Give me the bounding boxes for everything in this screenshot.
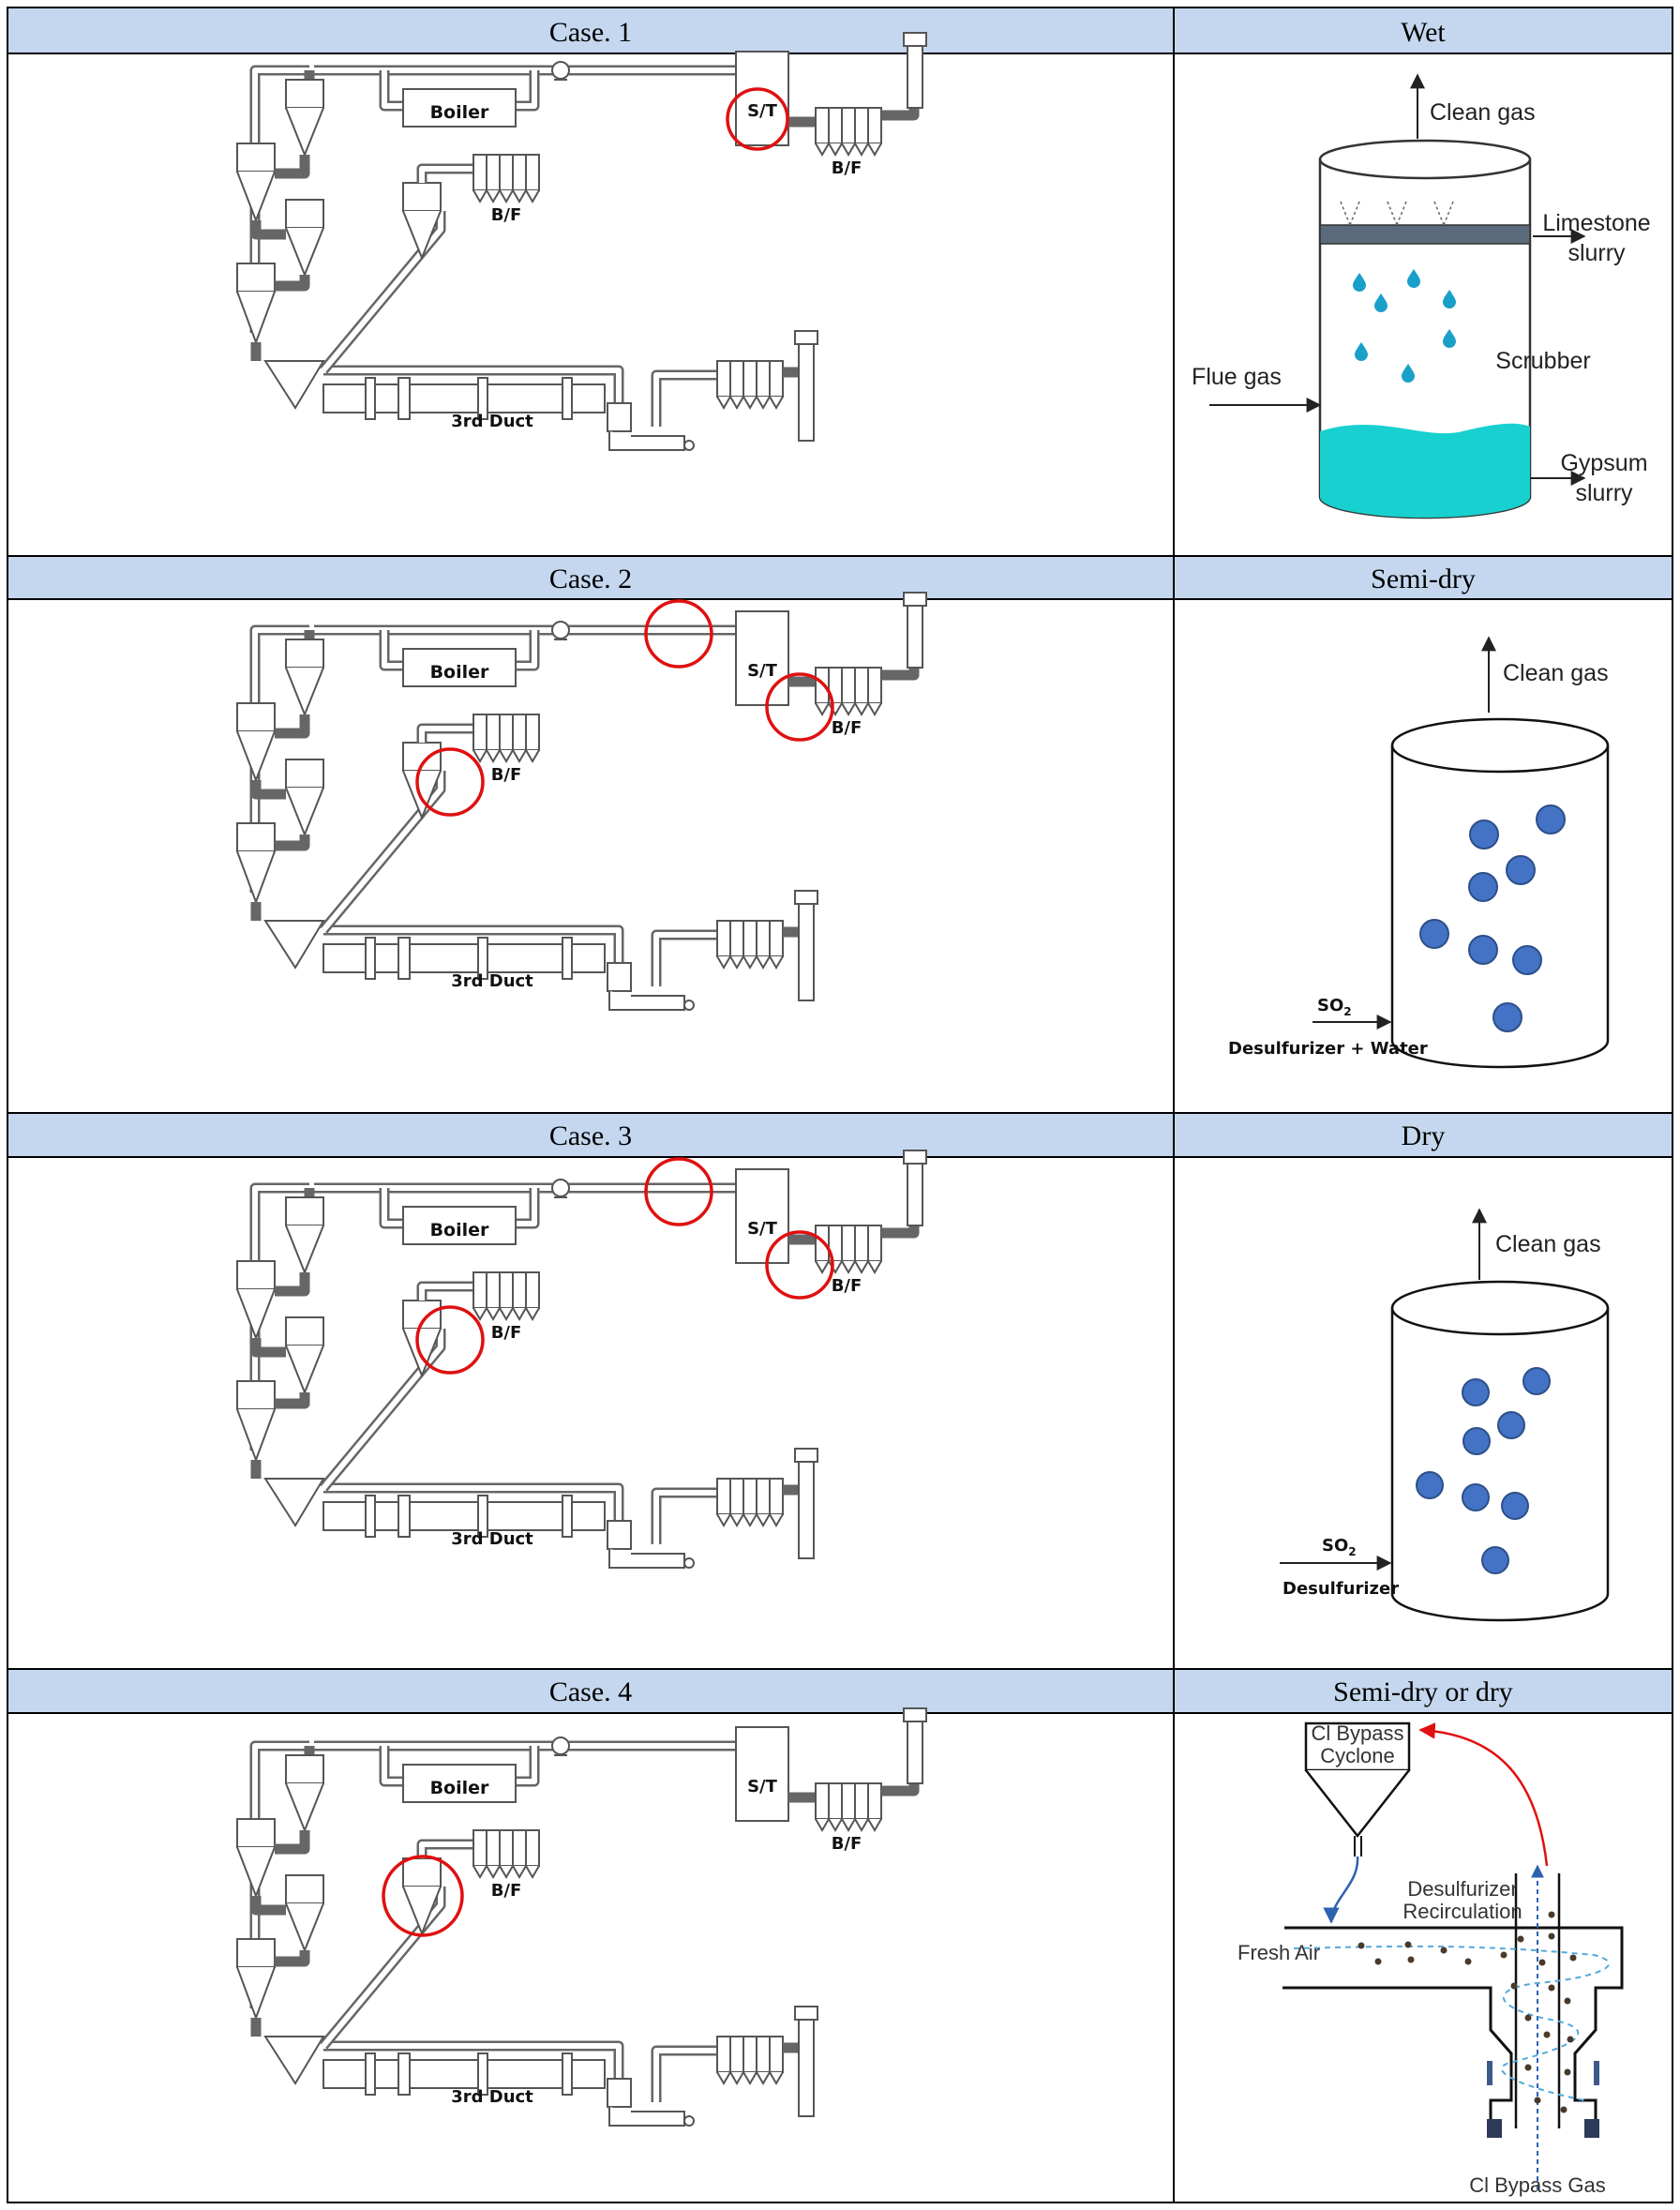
cyclone-label-line2: Cyclone bbox=[1320, 1744, 1394, 1767]
semidry-input-label: Desulfurizer + Water bbox=[1228, 1039, 1428, 1059]
cl-bypass-reactor-diagram: Cl Bypass Cyclone Desulfurizer R bbox=[1238, 1721, 1624, 2197]
scrubber-label: Scrubber bbox=[1495, 348, 1590, 374]
dry-method-label: Dry bbox=[1402, 1120, 1446, 1151]
desulfurizer-particle bbox=[1506, 855, 1536, 885]
desulfurizer-particle bbox=[1468, 872, 1498, 902]
semidry-method-label: Semi-dry bbox=[1371, 564, 1476, 594]
highlight-circle-st-outlet bbox=[765, 672, 834, 742]
lower-bf-label: B/F bbox=[491, 1881, 522, 1901]
lower-bf-label: B/F bbox=[491, 1323, 522, 1343]
highlight-circle-main-duct bbox=[644, 599, 713, 669]
header-row-2 bbox=[8, 557, 1672, 599]
gypsum-label-line2: slurry bbox=[1575, 480, 1633, 506]
cyclone-label-line1: Cl Bypass bbox=[1311, 1721, 1403, 1745]
desulfurizer-particle bbox=[1522, 1367, 1551, 1395]
semidry-clean-gas-label: Clean gas bbox=[1503, 660, 1609, 686]
bypass-gas-label: Cl Bypass Gas bbox=[1469, 2173, 1606, 2197]
case-2-label: Case. 2 bbox=[549, 564, 632, 594]
case-1-label: Case. 1 bbox=[549, 17, 632, 48]
semidry-or-dry-method-label: Semi-dry or dry bbox=[1333, 1676, 1513, 1707]
third-duct-label: 3rd Duct bbox=[451, 2087, 533, 2107]
desulfurizer-particles bbox=[1358, 1911, 1577, 2113]
desulfurizer-particle bbox=[1492, 1002, 1522, 1032]
desulfurizer-particle bbox=[1468, 935, 1498, 965]
desulfurizer-particle bbox=[1419, 919, 1449, 949]
table-grid bbox=[7, 7, 1673, 2203]
highlight-circle-bypass-duct bbox=[415, 747, 485, 817]
st-label: S/T bbox=[747, 1219, 778, 1239]
gypsum-label-line1: Gypsum bbox=[1560, 450, 1647, 476]
third-duct-label: 3rd Duct bbox=[451, 412, 533, 431]
dry-input-label: Desulfurizer bbox=[1282, 1579, 1399, 1599]
case-3-process-diagram: Boiler S/T B/F B/F 3rd Duct bbox=[237, 1150, 926, 1568]
boiler-label: Boiler bbox=[430, 1220, 489, 1240]
limestone-label-line1: Limestone bbox=[1542, 210, 1650, 236]
third-duct-label: 3rd Duct bbox=[451, 1529, 533, 1549]
dry-so2-label: SO2 bbox=[1322, 1536, 1357, 1558]
boiler-label: Boiler bbox=[430, 662, 489, 683]
desulfurizer-particle bbox=[1416, 1471, 1444, 1499]
semidry-so2-label: SO2 bbox=[1317, 996, 1352, 1018]
desulfurizer-particle bbox=[1501, 1492, 1529, 1520]
recirculation-label-line2: Recirculation bbox=[1402, 1900, 1522, 1923]
desulfurizer-particle bbox=[1462, 1427, 1491, 1455]
upper-bf-label: B/F bbox=[832, 158, 862, 178]
case-4-label: Case. 4 bbox=[549, 1676, 632, 1707]
lower-bf-label: B/F bbox=[491, 765, 522, 785]
desulfurizer-particle bbox=[1462, 1378, 1490, 1406]
highlight-circle-st bbox=[726, 87, 789, 151]
header-row-1 bbox=[8, 8, 1672, 53]
highlight-circle-bypass-duct bbox=[415, 1305, 485, 1375]
dry-clean-gas-label: Clean gas bbox=[1495, 1231, 1601, 1257]
desulfurizer-particle bbox=[1497, 1411, 1525, 1439]
desulfurizer-particle bbox=[1481, 1546, 1509, 1574]
desulfurizer-particle bbox=[1469, 819, 1499, 849]
wet-scrubber-diagram: Clean gas Limestone slurry Scrubber Flue… bbox=[1192, 73, 1651, 519]
desulfurizer-particle bbox=[1462, 1483, 1490, 1511]
header-row-3 bbox=[8, 1114, 1672, 1157]
upper-bf-label: B/F bbox=[832, 1276, 862, 1296]
highlight-circle-bypass-cyclone bbox=[382, 1855, 464, 1937]
st-label: S/T bbox=[747, 661, 778, 681]
case-2-process-diagram: Boiler S/T B/F B/F 3rd Duct bbox=[237, 593, 926, 1010]
case-3-label: Case. 3 bbox=[549, 1120, 632, 1151]
boiler-label: Boiler bbox=[430, 102, 489, 123]
header-row-4 bbox=[8, 1670, 1672, 1713]
wet-clean-gas-label: Clean gas bbox=[1430, 99, 1536, 126]
desulfurizer-particle bbox=[1536, 804, 1566, 834]
upper-bf-label: B/F bbox=[832, 1834, 862, 1854]
case-4-process-diagram: Boiler S/T B/F B/F 3rd Duct bbox=[237, 1708, 926, 2126]
lower-bf-label: B/F bbox=[491, 205, 522, 225]
upper-bf-label: B/F bbox=[832, 718, 862, 738]
flue-gas-label: Flue gas bbox=[1192, 364, 1282, 390]
st-label: S/T bbox=[747, 101, 778, 121]
dry-absorber-diagram: Clean gas SO2 Desulfurizer bbox=[1280, 1208, 1610, 1622]
semidry-absorber-diagram: Clean gas SO2 Desulfurizer + Water bbox=[1228, 636, 1610, 1069]
highlight-circle-st-outlet bbox=[765, 1230, 834, 1300]
fresh-air-label: Fresh Air bbox=[1238, 1941, 1320, 1964]
highlight-circle-main-duct bbox=[644, 1157, 713, 1226]
limestone-label-line2: slurry bbox=[1568, 240, 1626, 266]
boiler-label: Boiler bbox=[430, 1778, 489, 1798]
case-1-process-diagram: Boiler S/T B/F B/F 3rd Duct bbox=[237, 33, 926, 450]
st-label: S/T bbox=[747, 1777, 778, 1797]
wet-method-label: Wet bbox=[1401, 17, 1446, 48]
desulfurizer-particle bbox=[1512, 945, 1542, 975]
recirculation-label-line1: Desulfurizer bbox=[1407, 1877, 1517, 1901]
third-duct-label: 3rd Duct bbox=[451, 971, 533, 991]
